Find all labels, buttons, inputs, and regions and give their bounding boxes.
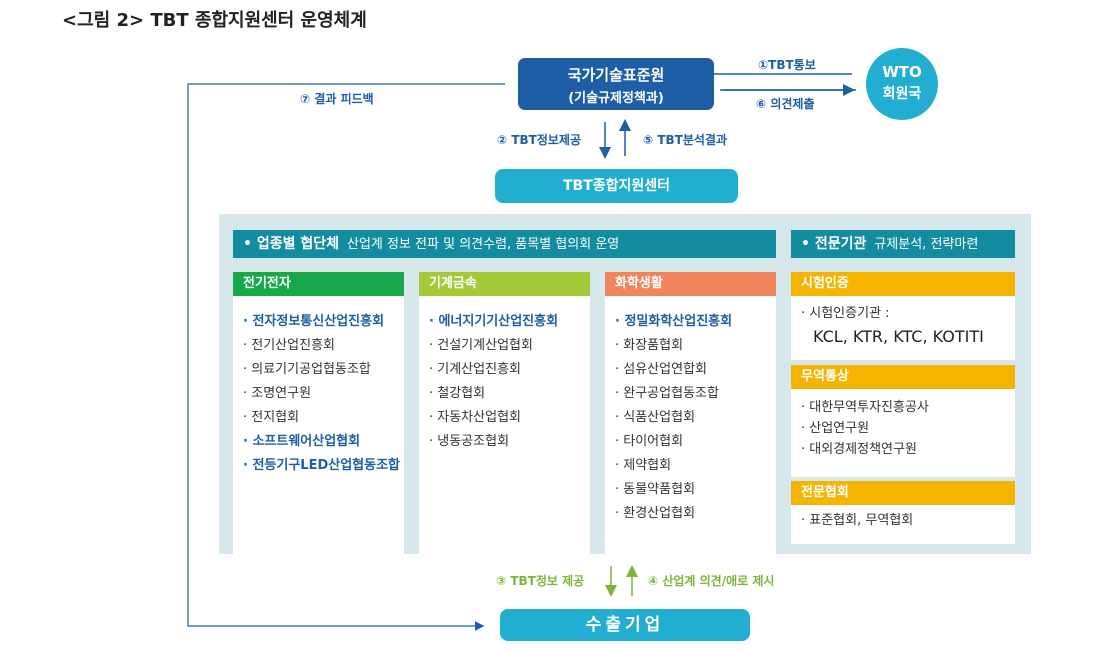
list-item: · 전등기구LED산업협동조합 [243,458,401,473]
industry-header: • 업종별 협단체 산업계 정보 전파 및 의견수렴, 품목별 협의회 운영 [233,230,776,258]
column-electric: 전기전자 · 전자정보통신산업진흥회· 전기산업진흥회· 의료기기공업협동조합·… [233,272,404,554]
industry-title: • 업종별 협단체 [243,236,339,252]
trade-body: · 대한무역투자진흥공사 · 산업연구원 · 대외경제정책연구원 [791,389,1015,477]
list-item: · 철강협회 [429,386,486,401]
label-result-feedback: ⑦ 결과 피드백 [300,92,374,106]
list-item: · 전자정보통신산업진흥회 [243,314,385,329]
industry-desc: 산업계 정보 전파 및 의견수렴, 품목별 협의회 운영 [346,237,620,252]
list-item: · 완구공업협동조합 [615,386,719,401]
list-item: · 제약협회 [615,458,672,473]
column-list: · 정밀화학산업진흥회 · 화장품협회 · 섬유산업연합회 · 완구공업협동조합 · 식… [605,296,776,554]
cert-body: · 시험인증기관 : KCL, KTR, KTC, KOTITI [791,296,1015,360]
cert-orgs: KCL, KTR, KTC, KOTITI [813,327,984,346]
tbt-center-box: TBT종합지원센터 [495,169,738,203]
ksa-box: 국가기술표준원 (기술규제정책과) [518,58,714,110]
figure-caption: <그림 2> TBT 종합지원센터 운영체계 [62,10,367,31]
label-tbt-info-provide: ③ TBT정보 제공 [496,574,585,588]
ksa-title: 국가기술표준원 [567,66,665,84]
expert-desc: 규제분석, 전략마련 [874,237,979,252]
list-item: · 냉동공조협회 [429,434,510,449]
cert-label: · 시험인증기관 : [801,306,890,321]
label-tbt-analysis: ⑤ TBT분석결과 [643,133,728,147]
cert-section: 시험인증 · 시험인증기관 : KCL, KTR, KTC, KOTITI [791,272,1015,360]
column-list: · 에너지기기산업진흥회 · 건설기계산업협회 · 기계산업진흥회 · 철강협회 · 자… [419,296,590,554]
column-list: · 전자정보통신산업진흥회 · 전기산업진흥회 · 의료기기공업협동조합 · 조명연구… [233,296,404,554]
list-item: · 전지협회 [243,410,300,425]
wto-circle: WTO 회원국 [866,48,938,120]
list-item: · 소프트웨어산업협회 [243,434,361,449]
label-industry-opinion: ④ 산업계 의견/애로 제시 [648,574,775,588]
assoc-body: · 표준협회, 무역협회 [791,505,1015,544]
arrow-result-feedback [187,83,505,631]
column-chemical: 화학생활 · 정밀화학산업진흥회 · 화장품협회 · 섬유산업연합회 · 완구공업협동… [605,272,776,554]
assoc-section: 전문협회 · 표준협회, 무역협회 [791,481,1015,544]
column-title: 화학생활 [605,272,776,296]
cert-title: 시험인증 [791,272,1015,296]
list-item: · 화장품협회 [615,338,684,353]
label-tbt-notify: ①TBT통보 [758,58,816,72]
list-item: · 대외경제정책연구원 [801,442,917,457]
list-item: · 동물약품협회 [615,482,696,497]
column-title: 기계금속 [419,272,590,296]
expert-header: • 전문기관 규제분석, 전략마련 [791,230,1015,258]
list-item: · 대한무역투자진흥공사 [801,400,929,415]
list-item: · 자동차산업협회 [429,410,521,425]
list-item: · 환경산업협회 [615,506,696,521]
list-item: · 기계산업진흥회 [429,362,521,377]
list-item: · 조명연구원 [243,386,312,401]
export-companies-box: 수출기업 [500,609,750,641]
column-machinery: 기계금속 · 에너지기기산업진흥회 · 건설기계산업협회 · 기계산업진흥회 · 철강… [419,272,590,554]
expert-title: • 전문기관 [801,236,867,252]
column-title: 전기전자 [233,272,404,296]
ksa-subtitle: (기술규제정책과) [568,91,664,106]
list-item: · 산업연구원 [801,421,870,436]
trade-title: 무역통상 [791,365,1015,389]
trade-section: 무역통상 · 대한무역투자진흥공사 · 산업연구원 · 대외경제정책연구원 [791,365,1015,477]
list-item: · 전기산업진흥회 [243,338,335,353]
list-item: · 의료기기공업협동조합 [243,362,371,377]
list-item: · 건설기계산업협회 [429,338,533,353]
label-opinion-submit: ⑥ 의견제출 [756,97,815,111]
wto-line2: 회원국 [882,86,922,102]
list-item: · 정밀화학산업진흥회 [615,314,733,329]
list-item: · 에너지기기산업진흥회 [429,314,559,329]
list-item: · 타이어협회 [615,434,684,449]
label-tbt-info: ② TBT정보제공 [497,133,582,147]
assoc-title: 전문협회 [791,481,1015,505]
list-item: · 표준협회, 무역협회 [801,513,914,528]
list-item: · 섬유산업연합회 [615,362,707,377]
wto-line1: WTO [882,63,922,81]
list-item: · 식품산업협회 [615,410,696,425]
